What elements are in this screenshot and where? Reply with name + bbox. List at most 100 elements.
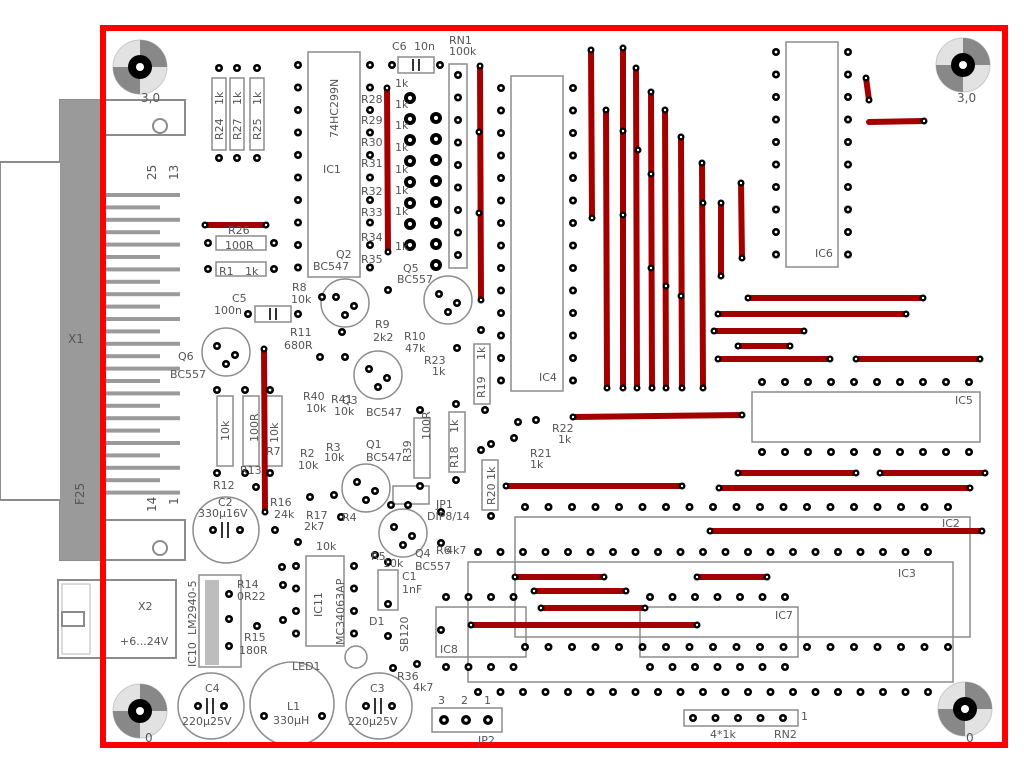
pad-hole xyxy=(255,66,259,70)
ic10-outline xyxy=(198,574,242,668)
pad-hole xyxy=(701,690,705,694)
pad-hole xyxy=(477,211,481,215)
pad-hole xyxy=(649,172,653,176)
x1-pin xyxy=(100,230,160,235)
pad-hole xyxy=(806,380,810,384)
pad-hole xyxy=(215,388,219,392)
pad-hole xyxy=(926,690,930,694)
component-label: R27 xyxy=(231,118,244,140)
pad-hole xyxy=(983,471,987,475)
pad-hole xyxy=(386,560,390,564)
svg-text:3,0: 3,0 xyxy=(141,91,160,105)
pad-hole xyxy=(648,595,652,599)
pad-hole xyxy=(272,241,276,245)
pad-hole xyxy=(489,514,493,518)
pad-hole xyxy=(456,208,460,212)
x1-label: X1 xyxy=(68,332,84,346)
pad-hole xyxy=(489,665,493,669)
l1-label: L1 xyxy=(287,700,300,713)
component-label: R30 xyxy=(361,136,383,149)
pad-hole xyxy=(904,312,908,316)
component-label: 220µ25V xyxy=(182,715,232,728)
pad-hole xyxy=(262,714,266,718)
pad-hole xyxy=(802,329,806,333)
component-label: R25 xyxy=(251,118,264,140)
pad-hole xyxy=(946,645,950,649)
x1-pin xyxy=(100,329,160,334)
jp1-dip-label: DIP8/14 xyxy=(427,510,470,523)
pad-hole xyxy=(571,176,575,180)
jp1-label: JP1 xyxy=(435,498,453,511)
pad-hole xyxy=(571,244,575,247)
pad-hole xyxy=(368,221,372,224)
component-label: 1k xyxy=(395,205,409,218)
x1-pin xyxy=(100,255,160,259)
pad-hole xyxy=(664,386,668,390)
pad-hole xyxy=(876,645,879,649)
mounting-hole-br: 0 xyxy=(937,681,993,745)
rn2-value: 4*1k xyxy=(710,728,736,741)
pad-hole xyxy=(740,413,744,417)
pad-hole xyxy=(782,505,785,509)
pad-hole xyxy=(489,595,493,599)
pad-hole xyxy=(499,176,503,180)
pad-hole xyxy=(688,645,691,649)
pad-hole xyxy=(878,471,882,475)
pad-hole xyxy=(783,665,787,669)
x1-pin xyxy=(100,379,160,383)
pad-hole xyxy=(738,665,742,669)
pad-hole xyxy=(455,346,459,350)
l1-value: 330µH xyxy=(273,714,309,727)
pad-hole xyxy=(724,690,727,694)
pad-hole xyxy=(679,294,683,298)
pad-hole xyxy=(899,645,903,649)
component-label: Q3 xyxy=(342,394,358,407)
pad-hole xyxy=(368,86,372,89)
pad-hole xyxy=(442,718,446,722)
pad-hole xyxy=(695,575,699,579)
pad-hole xyxy=(571,266,575,270)
pad-hole xyxy=(368,63,372,67)
x1-pin xyxy=(100,242,180,247)
component-label: R21 xyxy=(530,447,552,460)
pad-hole xyxy=(454,402,458,406)
pad-hole xyxy=(217,66,221,70)
jp2-pin-1: 1 xyxy=(484,694,491,707)
pad-hole xyxy=(708,529,712,533)
pad-hole xyxy=(246,312,250,316)
pad-hole xyxy=(854,357,858,361)
pad-hole xyxy=(589,690,592,694)
pad-hole xyxy=(456,163,460,167)
jp2-outline xyxy=(431,707,503,733)
ic-labels: IC1 74HC299N IC2 IC3 IC4 IC5 IC6 IC7 IC8… xyxy=(186,79,973,667)
ic8-label: IC8 xyxy=(440,643,458,656)
component-label: BC557 xyxy=(170,368,206,381)
pad-hole xyxy=(846,163,850,166)
pad-hole xyxy=(264,223,268,227)
component-label: C6 xyxy=(392,40,407,53)
pad-hole xyxy=(444,665,448,669)
pad-hole xyxy=(624,589,628,593)
pad-hole xyxy=(343,313,347,317)
component-label: 1nF xyxy=(402,583,422,596)
component-label: BC547 xyxy=(366,451,402,464)
pad-hole xyxy=(456,253,460,257)
rn2-outline xyxy=(683,709,799,727)
pad-hole xyxy=(352,609,356,613)
ic1-outline xyxy=(307,51,361,278)
pad-hole xyxy=(611,690,615,694)
pad-hole xyxy=(467,595,470,599)
component-label: Q6 xyxy=(178,350,194,363)
pad-hole xyxy=(368,131,372,134)
x1-pin xyxy=(100,279,160,284)
ic4-label: IC4 xyxy=(539,371,557,384)
component-label: R2 xyxy=(300,447,315,460)
ic1-label: IC1 xyxy=(323,163,341,176)
ic11-label: IC11 xyxy=(312,592,325,617)
pad-hole xyxy=(386,288,390,292)
pad-hole xyxy=(547,645,550,649)
x1-pin xyxy=(100,292,180,297)
pad-hole xyxy=(602,575,606,579)
pad-hole xyxy=(899,505,903,509)
pad-hole xyxy=(499,131,503,135)
